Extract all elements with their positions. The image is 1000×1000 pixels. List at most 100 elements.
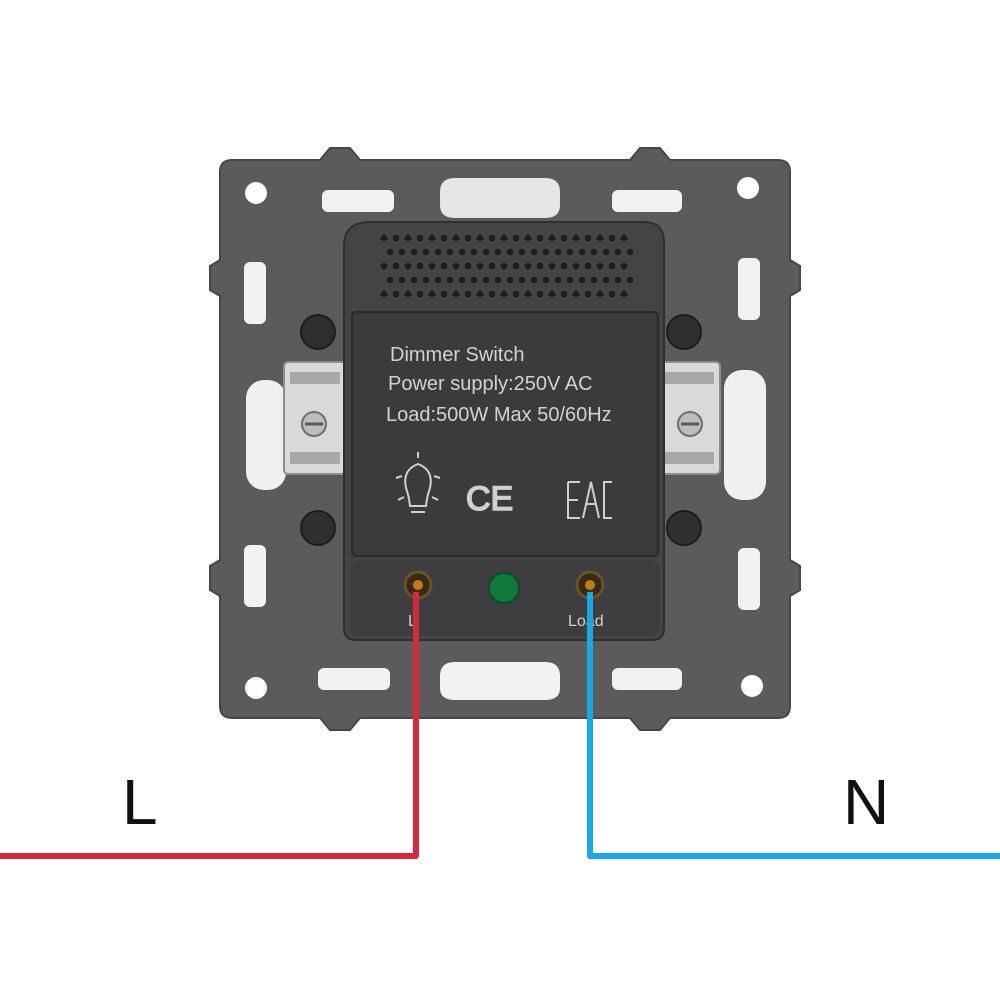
terminal-holes: L Load [403, 570, 605, 630]
vent-hole [464, 234, 472, 242]
vent-hole [524, 234, 532, 242]
vent-hole [578, 276, 586, 284]
vent-hole [536, 234, 544, 242]
vent-hole [416, 262, 424, 270]
frame-slot [244, 262, 266, 324]
vent-hole [464, 290, 472, 298]
vent-hole [518, 276, 526, 284]
vent-hole [506, 248, 514, 256]
vent-hole [440, 290, 448, 298]
vent-hole [608, 234, 616, 242]
vent-hole [440, 262, 448, 270]
frame-cutout [246, 380, 286, 490]
vent-hole [428, 290, 436, 298]
vent-hole [428, 262, 436, 270]
dimmer-module: Dimmer Switch Power supply:250V AC Load:… [343, 221, 665, 641]
vent-hole [626, 276, 634, 284]
vent-hole [416, 234, 424, 242]
vent-hole [392, 290, 400, 298]
vent-hole [470, 248, 478, 256]
frame-slot [440, 662, 560, 700]
vent-hole [410, 276, 418, 284]
vent-hole [548, 234, 556, 242]
vent-hole [602, 248, 610, 256]
vent-grid [380, 234, 634, 298]
vent-hole [620, 290, 628, 298]
ce-mark-icon: CE [466, 480, 513, 518]
frame-slot [738, 258, 760, 320]
vent-hole [548, 262, 556, 270]
vent-hole [386, 276, 394, 284]
frame-slot [612, 190, 682, 212]
vent-hole [518, 248, 526, 256]
vent-hole [476, 262, 484, 270]
vent-hole [554, 248, 562, 256]
vent-hole [560, 262, 568, 270]
vent-hole [506, 276, 514, 284]
vent-hole [542, 276, 550, 284]
vent-hole [554, 276, 562, 284]
vent-hole [482, 276, 490, 284]
vent-hole [566, 276, 574, 284]
spec-line-1: Dimmer Switch [390, 344, 524, 366]
vent-hole [488, 262, 496, 270]
vent-hole [458, 276, 466, 284]
vent-hole [524, 262, 532, 270]
vent-hole [596, 262, 604, 270]
vent-hole [500, 262, 508, 270]
frame-slot [318, 668, 390, 690]
vent-hole [596, 290, 604, 298]
vent-hole [560, 234, 568, 242]
eac-mark-icon [567, 481, 612, 519]
vent-hole [572, 234, 580, 242]
terminal-label-left: L [408, 613, 417, 630]
vent-hole [596, 234, 604, 242]
vent-hole [476, 234, 484, 242]
vent-hole [500, 290, 508, 298]
vent-hole [572, 262, 580, 270]
vent-hole [416, 290, 424, 298]
spec-line-3: Load:500W Max 50/60Hz [386, 404, 612, 426]
vent-hole [566, 248, 574, 256]
vent-hole [584, 290, 592, 298]
vent-hole [614, 248, 622, 256]
vent-hole [512, 234, 520, 242]
vent-hole [440, 234, 448, 242]
vent-hole [500, 234, 508, 242]
mounting-hole [741, 675, 763, 697]
vent-hole [434, 276, 442, 284]
vent-hole [380, 290, 388, 298]
vent-hole [488, 290, 496, 298]
vent-hole [626, 248, 634, 256]
vent-hole [434, 248, 442, 256]
vent-hole [584, 262, 592, 270]
live-wire [0, 592, 419, 859]
vent-hole [590, 248, 598, 256]
vent-hole [494, 248, 502, 256]
status-indicator-led [488, 572, 520, 604]
vent-hole [410, 248, 418, 256]
vent-hole [452, 290, 460, 298]
frame-screws [300, 314, 702, 546]
vent-hole [614, 276, 622, 284]
vent-hole [590, 276, 598, 284]
vent-hole [398, 276, 406, 284]
frame-slot [738, 548, 760, 610]
vent-hole [578, 248, 586, 256]
vent-hole [452, 262, 460, 270]
screw-terminal-left [283, 361, 347, 475]
screw-terminal-right [657, 361, 721, 475]
mounting-hole [245, 677, 267, 699]
vent-hole [458, 248, 466, 256]
vent-hole [620, 234, 628, 242]
vent-hole [530, 276, 538, 284]
vent-hole [602, 276, 610, 284]
vent-hole [512, 290, 520, 298]
frame-slot [612, 668, 682, 690]
spec-line-2: Power supply:250V AC [388, 373, 593, 395]
mounting-hole [737, 177, 759, 199]
frame-cutout [724, 370, 766, 500]
neutral-wire-label: N [843, 766, 890, 838]
vent-hole [386, 248, 394, 256]
